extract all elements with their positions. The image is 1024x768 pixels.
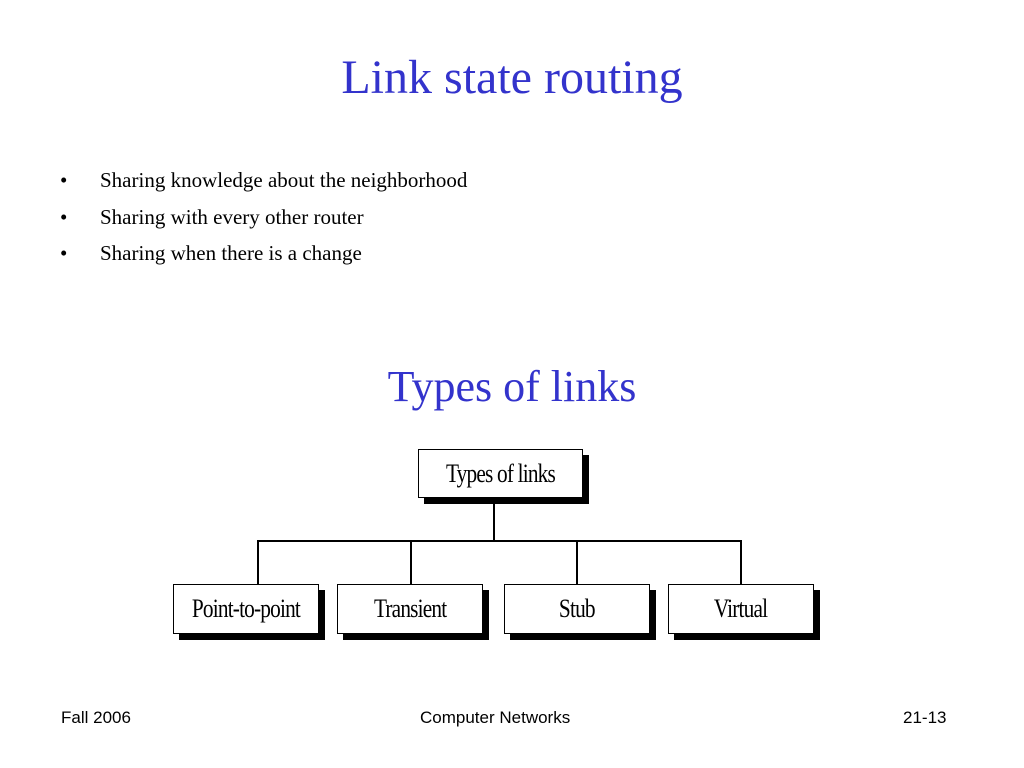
bullet-dot-icon: • [60,241,68,265]
bullet-text: Sharing when there is a change [100,241,362,265]
footer-left: Fall 2006 [61,708,131,727]
diagram-child-node: Point-to-point [173,584,319,634]
connector-child-stem [410,540,412,584]
diagram-child-node: Transient [337,584,483,634]
diagram-child-label: Point-to-point [191,594,301,623]
bullet-text: Sharing knowledge about the neighborhood [100,168,468,192]
bullet-item: • Sharing when there is a change [60,239,467,276]
slide-title: Link state routing [341,51,683,104]
connector-child-stem [740,540,742,584]
bullet-text: Sharing with every other router [100,204,364,229]
diagram-child-node: Virtual [668,584,814,634]
connector-child-stem [576,540,578,584]
connector-child-stem [257,540,259,584]
diagram-child-node: Stub [504,584,650,634]
diagram-child-label: Stub [559,594,596,623]
diagram-child-label: Transient [373,594,447,623]
bullet-list: • Sharing knowledge about the neighborho… [60,166,467,276]
bullet-dot-icon: • [60,168,68,192]
connector-horizontal-bar [257,540,742,542]
connector-root-stem [493,504,495,542]
diagram-root-node: Types of links [418,449,583,498]
bullet-dot-icon: • [60,204,68,229]
bullet-item: • Sharing with every other router [60,203,467,240]
bullet-item: • Sharing knowledge about the neighborho… [60,166,467,203]
section-subtitle: Types of links [387,362,637,411]
footer-center: Computer Networks [420,708,571,727]
footer-right: 21-13 [903,708,947,727]
diagram-root-label: Types of links [445,458,556,488]
diagram-child-label: Virtual [714,594,768,623]
